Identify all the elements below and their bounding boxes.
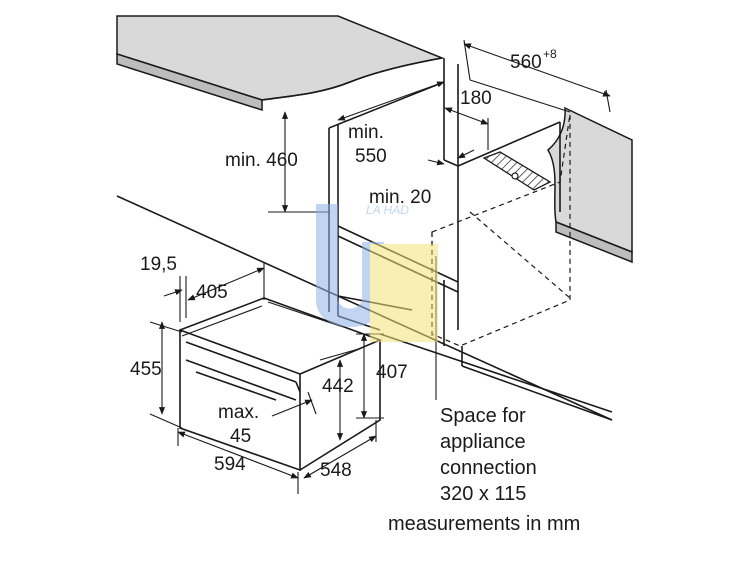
label-min-550-line2: 550 <box>355 146 387 167</box>
label-455: 455 <box>130 359 162 380</box>
label-max-45-line1: max. <box>218 402 259 423</box>
label-594: 594 <box>214 454 246 475</box>
dimension-lines <box>149 39 611 494</box>
label-min-550-line1: min. <box>348 122 384 143</box>
watermark-blue-shape <box>316 204 384 327</box>
dimension-labels: 560 +8 180 min. 460 min. 550 min. 20 19,… <box>130 47 557 481</box>
note-line-3: connection <box>440 457 537 479</box>
notes-block: Space for appliance connection 320 x 115… <box>388 405 580 535</box>
label-407: 407 <box>376 362 408 383</box>
label-min-460: min. 460 <box>225 150 298 171</box>
note-line-1: Space for <box>440 405 526 427</box>
note-line-2: appliance <box>440 431 526 453</box>
countertop-left <box>116 15 445 112</box>
label-max-45-line2: 45 <box>230 426 251 447</box>
label-442: 442 <box>322 376 354 397</box>
label-405: 405 <box>196 282 228 303</box>
vent-grille <box>482 151 552 191</box>
watermark-logo: LA HAD <box>316 203 438 342</box>
label-548: 548 <box>320 460 352 481</box>
label-min-20: min. 20 <box>369 187 431 208</box>
label-depth-top-sup: +8 <box>543 47 557 61</box>
label-depth-top: 560 <box>510 52 542 73</box>
watermark-yellow-shape <box>370 244 438 342</box>
label-offset-180: 180 <box>460 88 492 109</box>
note-units: measurements in mm <box>388 513 580 535</box>
note-line-4: 320 x 115 <box>440 483 526 505</box>
countertop-right <box>547 106 633 264</box>
watermark-text: LA HAD <box>366 203 409 217</box>
oven-appliance <box>179 297 383 472</box>
label-19-5: 19,5 <box>140 254 177 275</box>
